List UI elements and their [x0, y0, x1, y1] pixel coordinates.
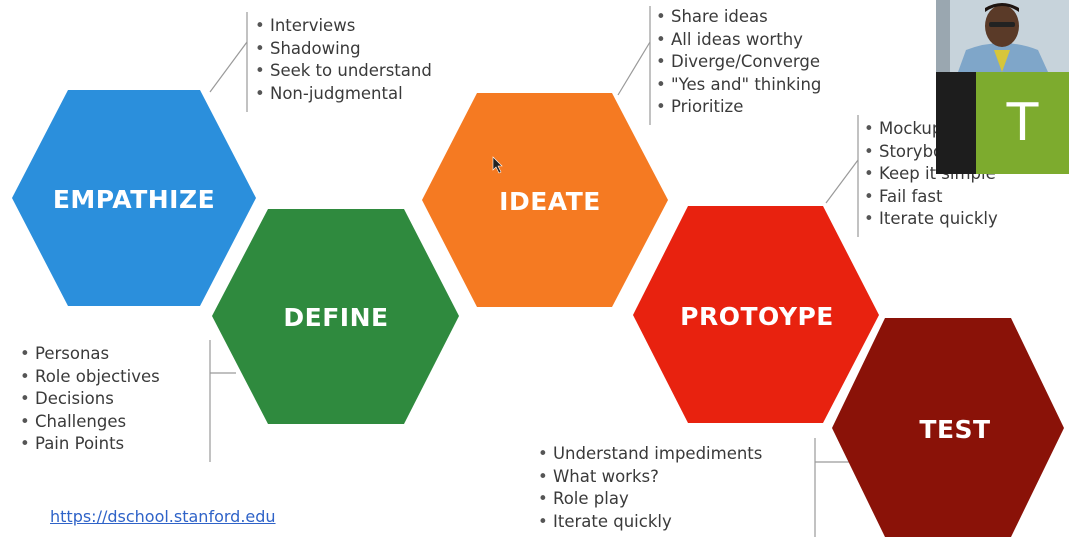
hexagon-prototype: PROTOYPE [633, 206, 879, 423]
test-list-item: What works? [538, 466, 762, 489]
ideate-connector [617, 41, 651, 96]
hexagon-empathize: EMPATHIZE [12, 90, 256, 306]
cursor-icon [492, 156, 503, 174]
avatar-initial: T [1006, 93, 1039, 153]
hexagon-define-label: DEFINE [283, 303, 388, 332]
prototype-list-item: Fail fast [864, 186, 998, 209]
participant-avatar[interactable]: T [976, 72, 1069, 174]
hexagon-define: DEFINE [212, 209, 459, 424]
participant-video[interactable] [936, 0, 1069, 72]
empathize-list-item: Non-judgmental [255, 83, 432, 106]
dschool-link[interactable]: https://dschool.stanford.edu [50, 507, 276, 526]
empathize-list-item: Interviews [255, 15, 432, 38]
test-list-item: Iterate quickly [538, 511, 762, 534]
hexagon-empathize-label: EMPATHIZE [53, 185, 215, 214]
empathize-connector [209, 41, 248, 93]
define-list: PersonasRole objectivesDecisionsChalleng… [20, 343, 160, 456]
ideate-list-item: All ideas worthy [656, 29, 821, 52]
ideate-list-item: Diverge/Converge [656, 51, 821, 74]
ideate-list-item: Prioritize [656, 96, 821, 119]
hexagon-test: TEST [832, 318, 1064, 537]
ideate-list-item: "Yes and" thinking [656, 74, 821, 97]
prototype-list-item: Mockups [864, 118, 998, 141]
define-list-item: Personas [20, 343, 160, 366]
empathize-list: InterviewsShadowingSeek to understandNon… [255, 15, 432, 105]
define-list-item: Pain Points [20, 433, 160, 456]
person-icon [936, 0, 1069, 72]
empathize-list-item: Seek to understand [255, 60, 432, 83]
empathize-list-item: Shadowing [255, 38, 432, 61]
hexagon-test-label: TEST [919, 415, 990, 444]
define-list-item: Challenges [20, 411, 160, 434]
prototype-connector [825, 159, 859, 204]
test-list-item: Role play [538, 488, 762, 511]
hexagon-ideate: IDEATE [422, 93, 668, 307]
define-list-item: Decisions [20, 388, 160, 411]
ideate-list: Share ideasAll ideas worthyDiverge/Conve… [656, 6, 821, 119]
ideate-list-item: Share ideas [656, 6, 821, 29]
test-list-item: Understand impediments [538, 443, 762, 466]
prototype-list-item: Iterate quickly [864, 208, 998, 231]
test-list: Understand impedimentsWhat works?Role pl… [538, 443, 762, 533]
hexagon-ideate-label: IDEATE [499, 187, 601, 216]
hexagon-prototype-label: PROTOYPE [680, 302, 834, 331]
define-list-item: Role objectives [20, 366, 160, 389]
self-video[interactable] [936, 72, 976, 174]
